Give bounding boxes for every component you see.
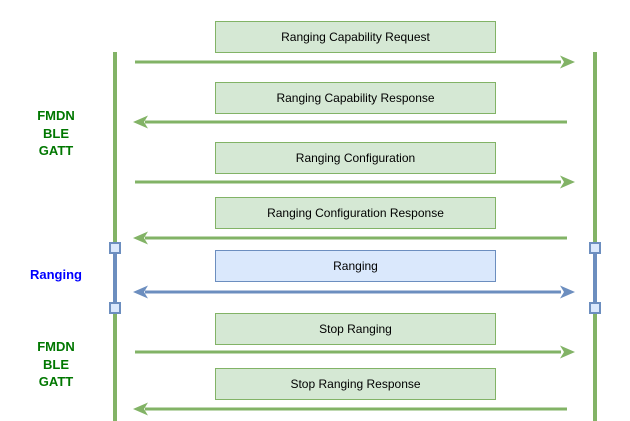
arrow-right-ranging-capability-request: [135, 55, 575, 69]
message-box-stop-ranging-response: Stop Ranging Response: [215, 368, 496, 400]
message-box-ranging-capability-response: Ranging Capability Response: [215, 82, 496, 114]
section-label-line: FMDN: [37, 339, 75, 354]
message-box-ranging-configuration: Ranging Configuration: [215, 142, 496, 174]
arrowhead-right-icon: [560, 345, 575, 359]
section-label-line: BLE: [43, 125, 69, 141]
ranging-session-segment-left: [113, 247, 117, 309]
message-box-ranging: Ranging: [215, 250, 496, 282]
section-label-fmdn-ble-gatt-top: FMDN BLE GATT: [16, 107, 96, 160]
arrow-right-ranging-configuration: [135, 175, 575, 189]
ranging-session-segment-right: [593, 247, 597, 309]
message-box-ranging-capability-request: Ranging Capability Request: [215, 21, 496, 53]
message-box-stop-ranging: Stop Ranging: [215, 313, 496, 345]
session-endpoint-square: [589, 242, 601, 254]
lifeline-left: [113, 52, 117, 421]
section-label-ranging: Ranging: [16, 266, 96, 284]
arrowhead-right-icon: [560, 285, 575, 299]
message-label: Ranging Capability Request: [281, 30, 430, 44]
arrowhead-right-icon: [560, 175, 575, 189]
arrow-left-ranging-capability-response: [133, 115, 567, 129]
message-label: Ranging: [333, 259, 378, 273]
message-label: Ranging Configuration Response: [267, 206, 444, 220]
message-label: Stop Ranging Response: [290, 377, 421, 391]
section-label-line: GATT: [38, 143, 74, 158]
session-endpoint-square: [589, 302, 601, 314]
arrowhead-left-icon: [133, 402, 148, 416]
section-label-line: BLE: [43, 356, 69, 372]
message-box-ranging-configuration-response: Ranging Configuration Response: [215, 197, 496, 229]
section-label-line: Ranging: [30, 267, 82, 282]
section-label-line: FMDN: [37, 108, 75, 123]
arrowhead-left-icon: [133, 231, 148, 245]
section-label-line: GATT: [38, 374, 74, 389]
arrow-bidirectional-ranging: [133, 285, 575, 299]
arrow-right-stop-ranging: [135, 345, 575, 359]
message-label: Ranging Capability Response: [276, 91, 435, 105]
message-label: Ranging Configuration: [295, 151, 416, 165]
arrowhead-right-icon: [560, 55, 575, 69]
session-endpoint-square: [109, 302, 121, 314]
message-label: Stop Ranging: [319, 322, 392, 336]
session-endpoint-square: [109, 242, 121, 254]
section-label-fmdn-ble-gatt-bottom: FMDN BLE GATT: [16, 338, 96, 391]
arrowhead-left-icon: [133, 115, 148, 129]
arrowhead-left-icon: [133, 285, 148, 299]
lifeline-right: [593, 52, 597, 421]
arrow-left-stop-ranging-response: [133, 402, 567, 416]
arrow-left-ranging-configuration-response: [133, 231, 567, 245]
